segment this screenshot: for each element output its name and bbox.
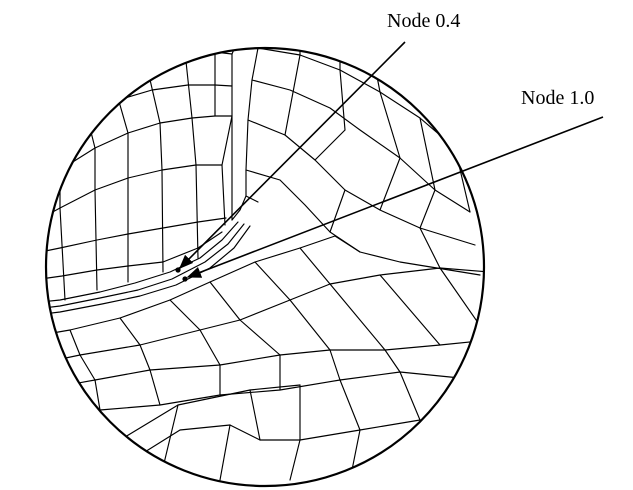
detail-circle-boundary — [44, 46, 486, 488]
finite-element-mesh — [46, 48, 484, 481]
node-1.0-marker — [182, 276, 188, 282]
node-0.4-marker — [175, 267, 181, 273]
node-0.4-leader-arrow — [178, 41, 406, 270]
node-1.0-leader-arrow — [186, 116, 604, 278]
node-1.0-label: Node 1.0 — [521, 87, 594, 109]
node-0.4-label: Node 0.4 — [387, 10, 460, 32]
